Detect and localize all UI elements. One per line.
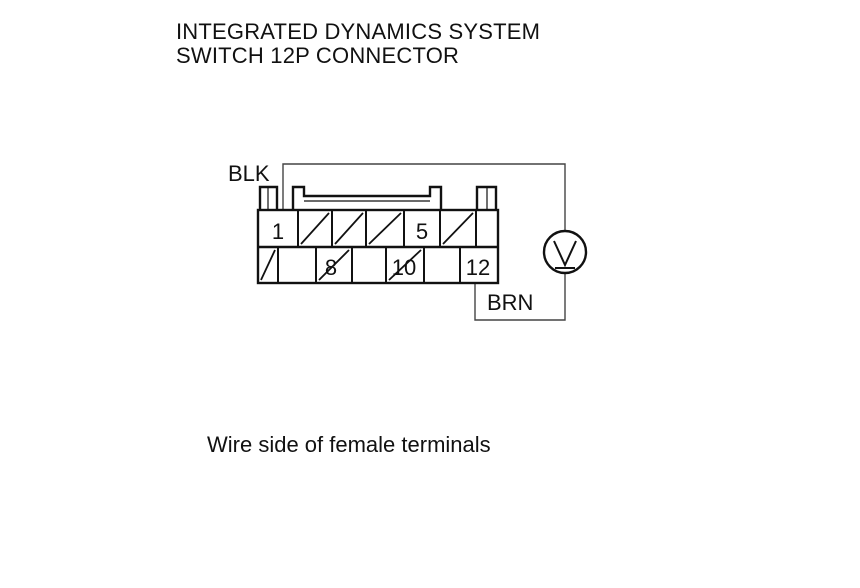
unused-pin-11-mark <box>388 249 422 281</box>
pin-label-12: 12 <box>466 255 490 280</box>
diagram-title: INTEGRATED DYNAMICS SYSTEM SWITCH 12P CO… <box>176 20 540 68</box>
voltmeter-icon <box>542 229 588 275</box>
unused-pin-6-mark <box>442 212 474 245</box>
unused-pin-2-mark <box>300 212 330 245</box>
wiring <box>282 163 566 321</box>
unused-pin-7-mark <box>260 249 276 281</box>
brn-wire <box>474 272 566 321</box>
title-line-1: INTEGRATED DYNAMICS SYSTEM <box>176 19 541 44</box>
unused-pin-9-mark <box>318 249 350 281</box>
connector-housing <box>256 185 500 285</box>
pin-label-8: 8 <box>325 255 337 280</box>
pin-cells <box>260 210 477 283</box>
pin-labels: 1 5 8 10 12 <box>272 219 490 280</box>
pin-label-10: 10 <box>392 255 416 280</box>
wire-label-blk: BLK <box>228 161 270 186</box>
unused-pin-3-mark <box>334 212 364 245</box>
pin-label-5: 5 <box>416 219 428 244</box>
title-line-2: SWITCH 12P CONNECTOR <box>176 43 460 68</box>
unused-pin-4-mark <box>368 212 402 245</box>
diagram-caption: Wire side of female terminals <box>207 432 491 457</box>
lock-tab <box>291 185 443 210</box>
pin-label-1: 1 <box>272 219 284 244</box>
blk-wire <box>282 163 566 232</box>
wire-label-brn: BRN <box>487 290 533 315</box>
